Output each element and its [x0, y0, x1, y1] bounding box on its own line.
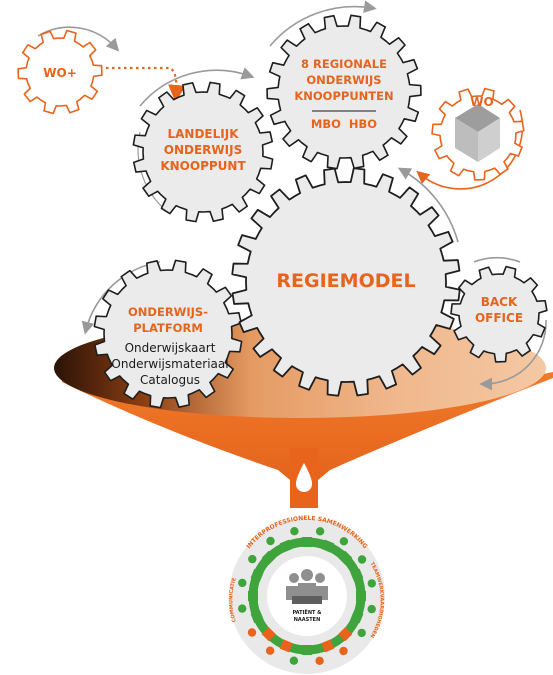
ring-segments [248, 537, 366, 655]
ring-person-dot [290, 527, 299, 536]
onderwijs-platform-label: ONDERWIJS- PLATFORM Onderwijskaart Onder… [111, 305, 228, 387]
gear-regionale [266, 14, 422, 170]
ring-seat [261, 627, 276, 642]
ring-person-dot [357, 555, 367, 564]
ring-seat [321, 539, 335, 553]
landelijk-label: LANDELIJK ONDERWIJS KNOOPPUNT [160, 127, 246, 173]
ring-seat [279, 539, 293, 553]
wo-label: WO [470, 95, 493, 109]
arrow-landelijk-top [139, 67, 255, 107]
ring-person-dot [339, 537, 349, 546]
svg-text:PLATFORM: PLATFORM [133, 321, 203, 335]
ring-person-dot [367, 604, 376, 614]
connector-arrows [37, 0, 547, 391]
ring-person-dot [315, 656, 324, 665]
svg-text:ONDERWIJS: ONDERWIJS [306, 73, 381, 87]
ring-person-dot [367, 579, 376, 588]
ring-person-dot [265, 646, 275, 655]
svg-text:KNOOPPUNT: KNOOPPUNT [160, 159, 246, 173]
arrow-regionale-top [269, 0, 377, 47]
ring-person-dot [248, 554, 257, 564]
ring-seat [248, 591, 258, 601]
gear-onderwijs-platform [93, 259, 243, 409]
svg-text:ONDERWIJS-: ONDERWIJS- [128, 305, 208, 319]
ring-seat [350, 610, 364, 624]
regionale-label: 8 REGIONALE ONDERWIJS KNOOPPUNTEN MBO HB… [294, 57, 393, 131]
ring-seat [261, 550, 276, 565]
ring-person-dot [266, 536, 275, 546]
water-drop-icon [296, 463, 312, 492]
ring-person-dot [238, 578, 247, 588]
ring-seat [338, 550, 353, 565]
platform-item-catalogus: Catalogus [140, 373, 200, 387]
wo-plus-label: WO+ [43, 66, 77, 80]
svg-text:8 REGIONALE: 8 REGIONALE [301, 57, 387, 71]
ring-person-dot [339, 646, 348, 656]
circle-left-label: COMMUNICATIE [228, 577, 238, 623]
arrow-wo-plus-to-landelijk [100, 66, 186, 103]
ring-person-dot [247, 628, 257, 637]
ring-person-dot [315, 527, 325, 536]
svg-text:MBO HBO: MBO HBO [311, 117, 377, 131]
ring-seat [250, 610, 264, 624]
ring-seat [279, 639, 293, 653]
back-office-label: BACK OFFICE [475, 295, 523, 325]
arrow-regionale-right [397, 167, 459, 243]
ring-seat [250, 568, 264, 582]
ring-seat [338, 627, 353, 642]
center-label-line-2: NAASTEN [294, 617, 321, 623]
ring-seat [350, 568, 364, 582]
center-label-line-1: PATIËNT & [292, 609, 322, 616]
platform-item-onderwijskaart: Onderwijskaart [125, 341, 216, 355]
svg-text:LANDELIJK: LANDELIJK [167, 127, 239, 141]
regiemodel-label: REGIEMODEL [276, 270, 415, 292]
svg-text:ONDERWIJS: ONDERWIJS [164, 143, 242, 157]
arrow-back-office-top [473, 256, 521, 263]
arrow-wo-orbit [416, 109, 524, 190]
wo-cube-icon [455, 104, 500, 162]
ring-seat [356, 591, 366, 601]
gear-back-office [450, 265, 548, 363]
gear-wo-plus [17, 29, 103, 115]
ring-seat [321, 639, 335, 653]
ring-person-dot [357, 628, 366, 638]
svg-text:BACK: BACK [481, 295, 518, 309]
arrow-back-office-orbit [479, 319, 547, 391]
ring-person-dot [238, 604, 247, 613]
svg-text:KNOOPPUNTEN: KNOOPPUNTEN [294, 89, 393, 103]
gears-layer [17, 14, 548, 409]
ring-seat [302, 537, 312, 547]
ring-dots [238, 527, 376, 665]
svg-text:OFFICE: OFFICE [475, 311, 523, 325]
gear-regiemodel [231, 167, 461, 397]
gear-landelijk [132, 81, 274, 223]
people-group-icon [286, 569, 328, 604]
platform-item-onderwijsmateriaal: Onderwijsmateriaal [111, 357, 228, 371]
ring-seat [302, 645, 312, 655]
ring-person-dot [289, 656, 299, 665]
collaboration-circle: PATIËNT & NAASTEN INTERPROFESSIONELE SAM… [228, 515, 385, 674]
